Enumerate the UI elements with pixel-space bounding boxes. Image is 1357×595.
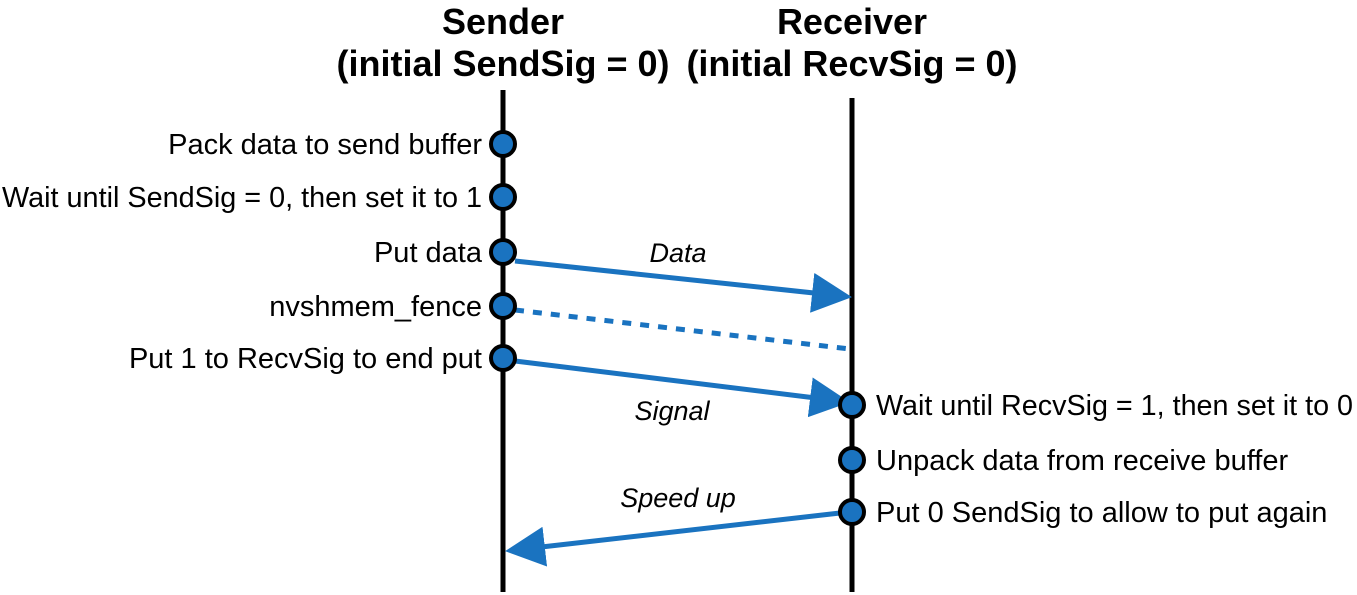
receiver-node-3	[838, 498, 866, 526]
sender-step-4: nvshmem_fence	[269, 291, 482, 323]
sender-node-5	[489, 344, 517, 372]
receiver-node-2	[838, 446, 866, 474]
sender-subtitle: (initial SendSig = 0)	[336, 43, 669, 84]
sender-node-1	[489, 130, 517, 158]
sender-node-2	[489, 183, 517, 211]
receiver-step-1: Wait until RecvSig = 1, then set it to 0	[876, 390, 1353, 422]
receiver-title: Receiver	[777, 1, 927, 42]
receiver-step-2: Unpack data from receive buffer	[876, 445, 1288, 477]
sender-node-3	[489, 238, 517, 266]
sender-step-5: Put 1 to RecvSig to end put	[129, 343, 482, 375]
sender-title: Sender	[442, 1, 564, 42]
receiver-step-3: Put 0 SendSig to allow to put again	[876, 497, 1327, 529]
sender-step-2: Wait until SendSig = 0, then set it to 1	[2, 182, 482, 214]
sender-step-3: Put data	[374, 237, 483, 269]
signal-arrow	[514, 358, 850, 418]
receiver-node-1	[838, 391, 866, 419]
data-label: Data	[649, 238, 706, 268]
data-arrow	[514, 258, 852, 313]
speed-up-label: Speed up	[620, 483, 736, 513]
fence-dotted-line	[514, 307, 851, 352]
signal-label: Signal	[634, 396, 710, 426]
speed-up-arrow	[505, 510, 841, 567]
sender-step-1: Pack data to send buffer	[168, 129, 482, 161]
sender-node-4	[489, 292, 517, 320]
receiver-subtitle: (initial RecvSig = 0)	[686, 43, 1017, 84]
